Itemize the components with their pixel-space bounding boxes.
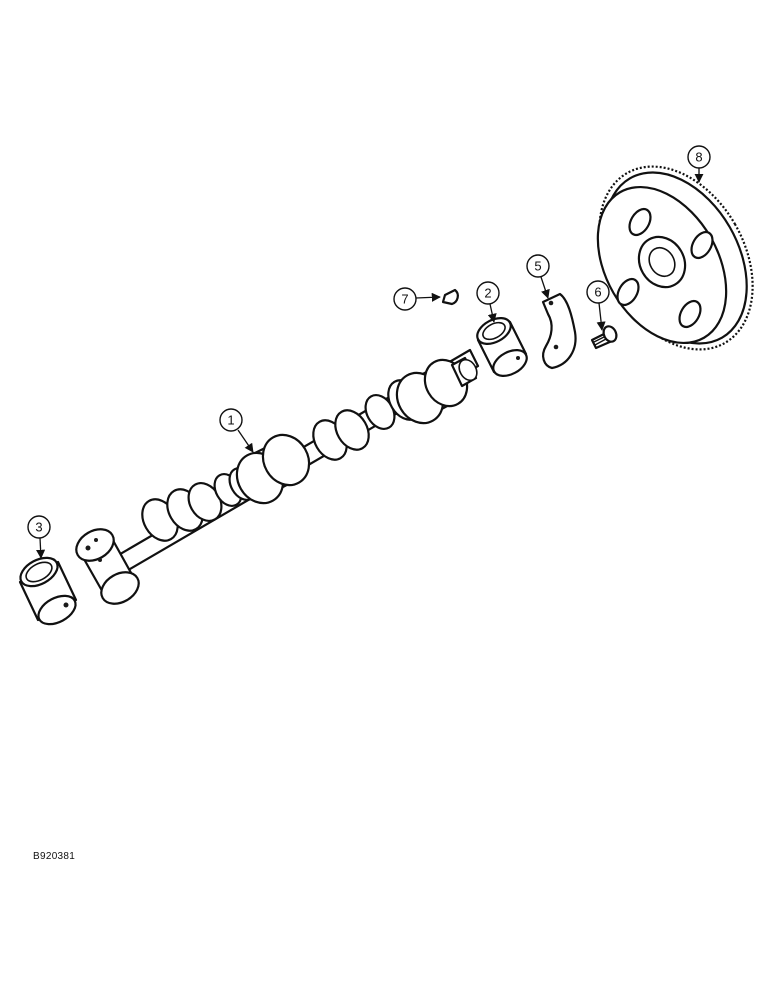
front-bushing	[18, 556, 78, 626]
svg-text:2: 2	[484, 286, 491, 301]
svg-text:6: 6	[594, 285, 601, 300]
camshaft-gear	[596, 165, 754, 351]
callout-3: 3	[27, 515, 51, 559]
woodruff-key	[441, 288, 459, 306]
svg-text:1: 1	[227, 413, 234, 428]
callout-6: 6	[586, 280, 610, 331]
svg-text:7: 7	[401, 292, 408, 307]
callout-7: 7	[393, 287, 441, 311]
svg-text:3: 3	[35, 520, 42, 535]
figure-id: B920381	[33, 851, 76, 862]
cap-screw	[590, 325, 618, 350]
svg-text:5: 5	[534, 259, 541, 274]
rear-bushing	[476, 317, 528, 377]
camshaft	[75, 348, 480, 605]
callout-5: 5	[526, 254, 550, 299]
callout-1: 1	[219, 408, 254, 453]
svg-text:8: 8	[695, 150, 702, 165]
callout-2: 2	[476, 281, 500, 323]
callout-8: 8	[687, 145, 711, 183]
thrust-plate	[541, 292, 577, 370]
